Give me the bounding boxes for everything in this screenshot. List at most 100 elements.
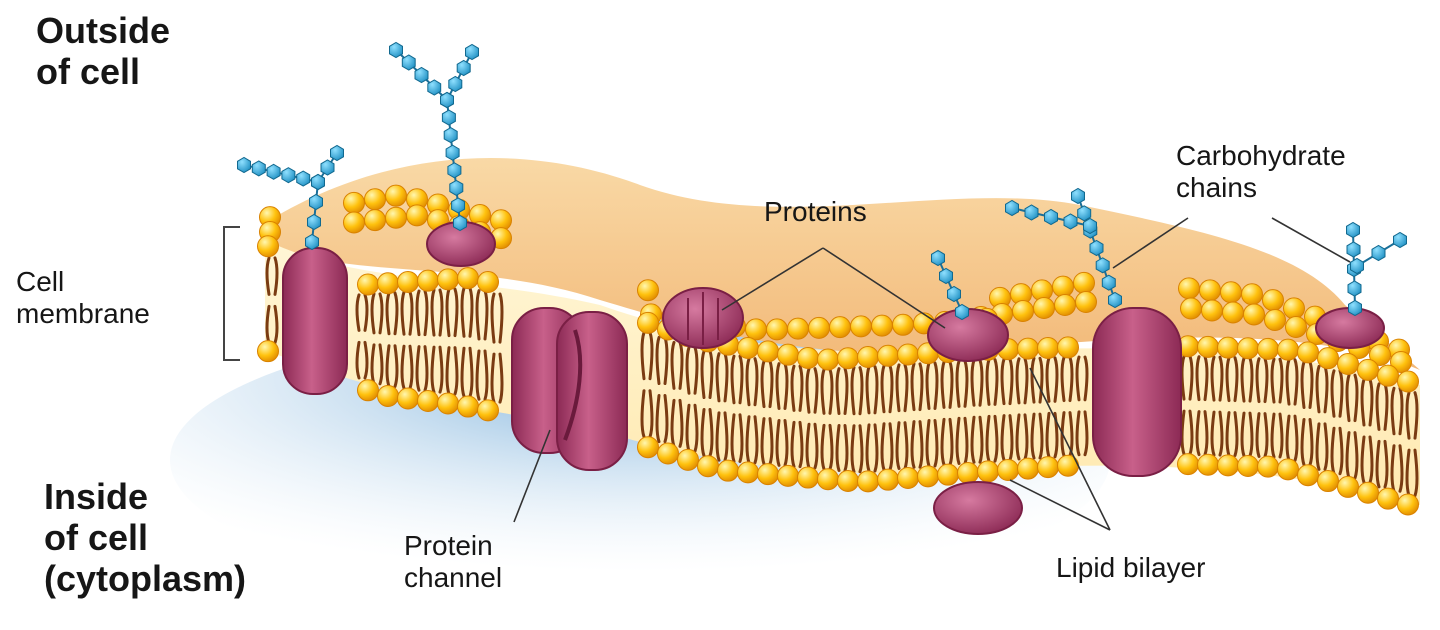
phospholipid-tail (910, 362, 916, 412)
phospholipid-tail (873, 365, 879, 415)
phospholipid-head (1012, 300, 1034, 322)
carbohydrate-unit (1089, 239, 1104, 257)
phospholipid-head (977, 460, 999, 483)
inside-of-cell-label: Inside of cell (cytoplasm) (44, 476, 247, 599)
phospholipid-tail (1255, 412, 1261, 458)
phospholipid-tail (400, 290, 406, 336)
phospholipid-tail (1368, 435, 1374, 484)
phospholipid-tail (820, 423, 826, 471)
carbohydrate-unit (307, 213, 321, 231)
phospholipid-tail (1375, 439, 1381, 489)
phospholipid-tail (1293, 414, 1299, 463)
phospholipid-head (757, 463, 779, 486)
phospholipid-tail (715, 352, 721, 403)
phospholipid-head (1337, 475, 1359, 498)
phospholipid-tail (970, 358, 976, 407)
phospholipid-tail (640, 331, 646, 381)
phospholipid-head (417, 269, 439, 292)
phospholipid-head (637, 311, 659, 334)
phospholipid-tail (850, 366, 856, 416)
phospholipid-tail (663, 394, 669, 444)
phospholipid-head (1377, 364, 1399, 387)
carbohydrate-unit (296, 170, 311, 187)
phospholipid-tail (1345, 373, 1351, 423)
phospholipid-tail (490, 352, 496, 404)
phospholipid-tail (865, 365, 871, 415)
phospholipid-tail (700, 408, 706, 458)
phospholipid-tail (798, 364, 804, 412)
phospholipid-tail (445, 287, 451, 338)
phospholipid-tail (1285, 414, 1291, 463)
phospholipid-tail (798, 420, 804, 469)
phospholipid-head (1177, 453, 1199, 476)
phospholipid-head (777, 464, 799, 487)
phospholipid-tail (265, 256, 271, 296)
phospholipid-tail (955, 416, 961, 465)
phospholipid-tail (1375, 382, 1381, 431)
carbohydrate-unit (939, 267, 953, 285)
membrane-bracket (223, 226, 240, 361)
phospholipid-tail (685, 345, 691, 395)
phospholipid-tail (910, 420, 916, 469)
phospholipid-head (757, 340, 779, 363)
transmembrane-protein-left (282, 247, 348, 395)
phospholipid-tail (978, 358, 984, 407)
phospholipid-tail (460, 286, 466, 338)
carbohydrate-unit (1350, 257, 1364, 275)
phospholipid-head (1017, 457, 1039, 480)
phospholipid-tail (1308, 360, 1314, 409)
phospholipid-tail (730, 354, 736, 405)
surface-protein-right (1315, 307, 1385, 349)
phospholipid-head (343, 191, 365, 214)
phospholipid-head (1075, 291, 1097, 313)
phospholipid-head (1241, 283, 1263, 306)
phospholipid-tail (1390, 444, 1396, 493)
phospholipid-tail (453, 287, 459, 338)
protein-channel-label: Protein channel (404, 530, 503, 593)
phospholipid-tail (393, 344, 399, 388)
phospholipid-tail (925, 419, 931, 468)
carbohydrate-unit (451, 197, 466, 214)
phospholipid-tail (400, 344, 406, 390)
phospholipid-head (477, 271, 499, 294)
carbohydrate-unit (448, 75, 463, 93)
phospholipid-tail (393, 291, 399, 336)
phospholipid-tail (415, 345, 421, 392)
carbohydrate-unit (456, 59, 471, 77)
phospholipid-head (357, 379, 379, 402)
phospholipid-head (997, 459, 1019, 481)
phospholipid-head (1197, 335, 1219, 358)
phospholipid-tail (1405, 448, 1411, 498)
phospholipid-tail (378, 343, 384, 386)
phospholipid-tail (693, 403, 699, 453)
lipid-bilayer-label: Lipid bilayer (1056, 552, 1206, 583)
phospholipid-head (737, 461, 759, 484)
phospholipid-tail (1383, 439, 1389, 489)
phospholipid-tail (940, 360, 946, 409)
phospholipid-tail (355, 293, 361, 332)
phospholipid-tail (1233, 411, 1239, 457)
phospholipid-tail (430, 288, 436, 337)
phospholipid-tail (918, 362, 924, 412)
phospholipid-head (457, 267, 479, 290)
phospholipid-head (717, 459, 739, 482)
phospholipid-tail (1030, 356, 1036, 404)
phospholipid-head (1217, 336, 1239, 359)
phospholipid-tail (378, 292, 384, 335)
phospholipid-tail (880, 422, 886, 472)
phospholipid-tail (738, 413, 744, 463)
phospholipid-tail (760, 417, 766, 466)
phospholipid-tail (1285, 358, 1291, 406)
phospholipid-tail (843, 367, 849, 416)
carbohydrate-unit (237, 156, 251, 174)
phospholipid-tail (1240, 356, 1246, 403)
phospholipid-tail (730, 413, 736, 463)
phospholipid-tail (1068, 355, 1074, 403)
phospholipid-tail (1278, 412, 1284, 459)
phospholipid-head (1054, 294, 1076, 316)
phospholipid-tail (895, 363, 901, 413)
phospholipid-head (817, 348, 839, 371)
phospholipid-head (737, 337, 759, 359)
phospholipid-tail (438, 288, 444, 337)
phospholipid-tail (1000, 357, 1006, 406)
